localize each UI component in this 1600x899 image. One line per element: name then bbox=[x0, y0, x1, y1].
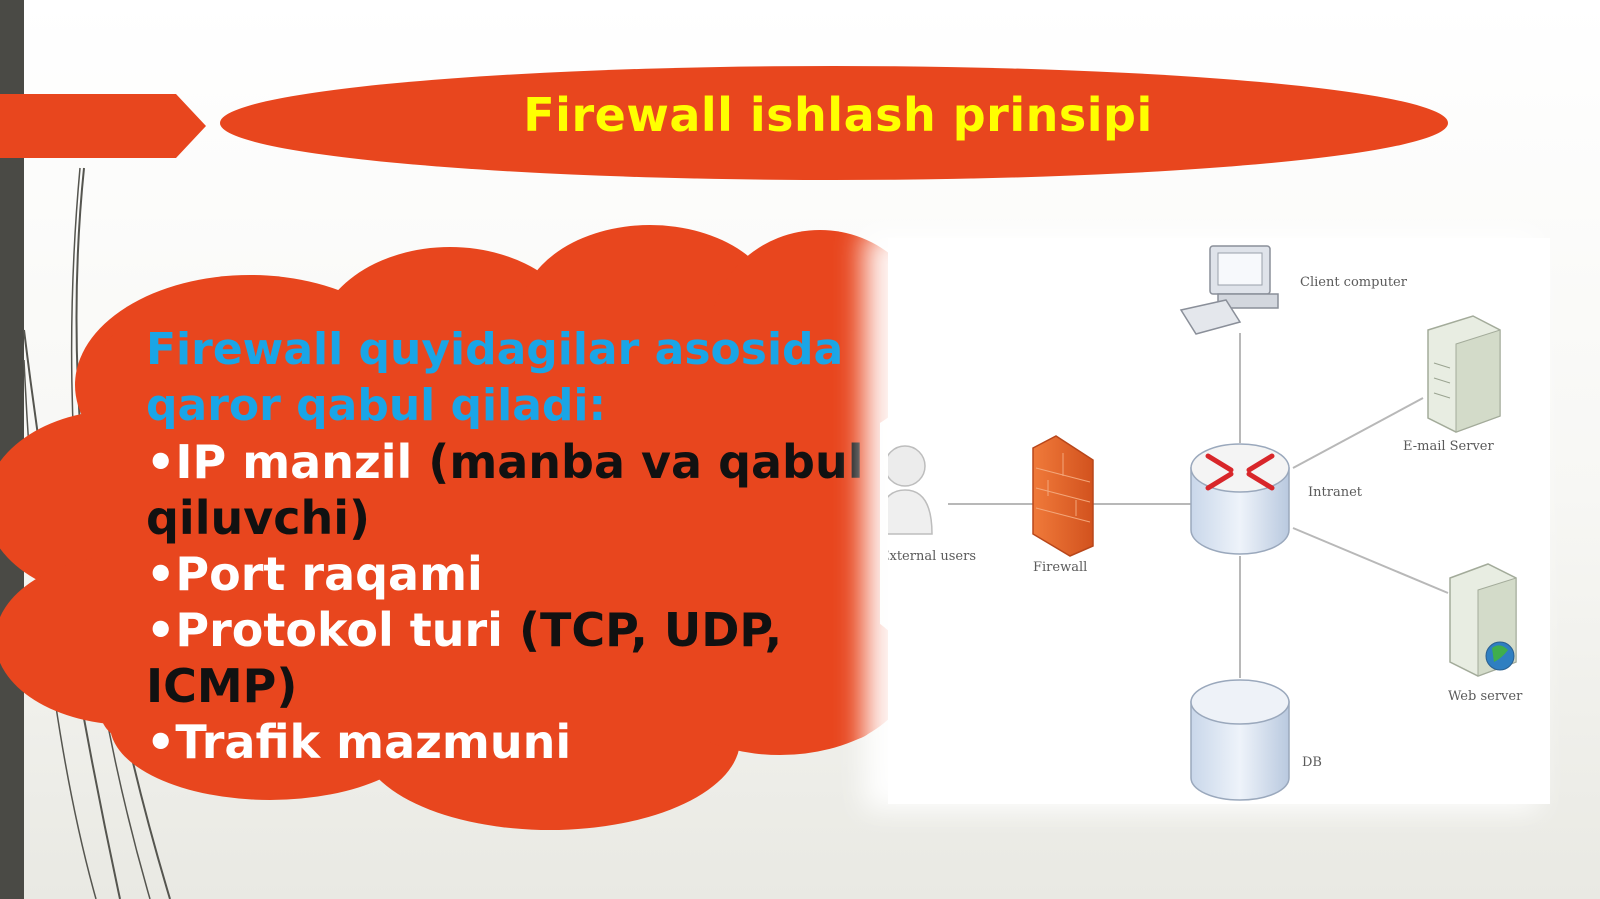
connection-lines bbox=[948, 333, 1449, 678]
bullet-text: (manba va qabul bbox=[428, 435, 864, 489]
diagram-label-client: Client computer bbox=[1300, 275, 1408, 290]
title-banner: Firewall ishlash prinsipi bbox=[220, 66, 1448, 180]
email-server-icon bbox=[1427, 315, 1501, 433]
diagram-label-web-server: Web server bbox=[1448, 689, 1523, 704]
cloud-shape bbox=[0, 225, 900, 830]
diagram-label-router: Intranet bbox=[1308, 485, 1363, 500]
bullet-line: •Protokol turi (TCP, UDP, ICMP) bbox=[146, 602, 876, 714]
title-arrow-shape bbox=[0, 94, 206, 158]
diagram-label-email-server: E-mail Server bbox=[1403, 439, 1495, 454]
bullet-text: •Port raqami bbox=[146, 547, 483, 601]
bullet-text: •Protokol turi bbox=[146, 603, 519, 657]
bullet-line: •Trafik mazmuni bbox=[146, 714, 876, 770]
bullet-item: •Port raqami bbox=[146, 546, 876, 602]
web-server-icon bbox=[1449, 563, 1517, 677]
firewall-icon bbox=[1032, 435, 1094, 557]
cloud-text-block: Firewall quyidagilar asosida qaror qabul… bbox=[146, 322, 876, 770]
heading-line: Firewall quyidagilar asosida bbox=[146, 324, 844, 375]
external-user-icon bbox=[888, 445, 933, 535]
bullet-line: qiluvchi) bbox=[146, 490, 876, 546]
heading-line: qaror qabul qiladi: bbox=[146, 380, 607, 431]
diagram-label-firewall: Firewall bbox=[1033, 560, 1087, 575]
bullet-text: •IP manzil bbox=[146, 435, 429, 489]
network-diagram: External users Firewall bbox=[888, 245, 1523, 801]
diagram-label-external-users: External users bbox=[888, 549, 976, 564]
bullet-text: •Trafik mazmuni bbox=[146, 715, 572, 769]
database-icon bbox=[1190, 679, 1290, 801]
network-diagram-panel: External users Firewall bbox=[888, 238, 1550, 804]
bullet-text: qiluvchi) bbox=[146, 491, 371, 545]
bullet-item: •Protokol turi (TCP, UDP, ICMP) bbox=[146, 602, 876, 714]
diagram-label-db: DB bbox=[1302, 755, 1322, 770]
bullet-line: •IP manzil (manba va qabul bbox=[146, 434, 876, 490]
bullet-item: •Trafik mazmuni bbox=[146, 714, 876, 770]
slide-title: Firewall ishlash prinsipi bbox=[523, 88, 1153, 142]
bullet-text: (TCP, UDP, ICMP) bbox=[146, 603, 783, 713]
client-computer-icon bbox=[1179, 245, 1279, 335]
router-icon bbox=[1190, 443, 1290, 555]
bullet-item: •IP manzil (manba va qabul qiluvchi) bbox=[146, 434, 876, 546]
bullet-line: •Port raqami bbox=[146, 546, 876, 602]
